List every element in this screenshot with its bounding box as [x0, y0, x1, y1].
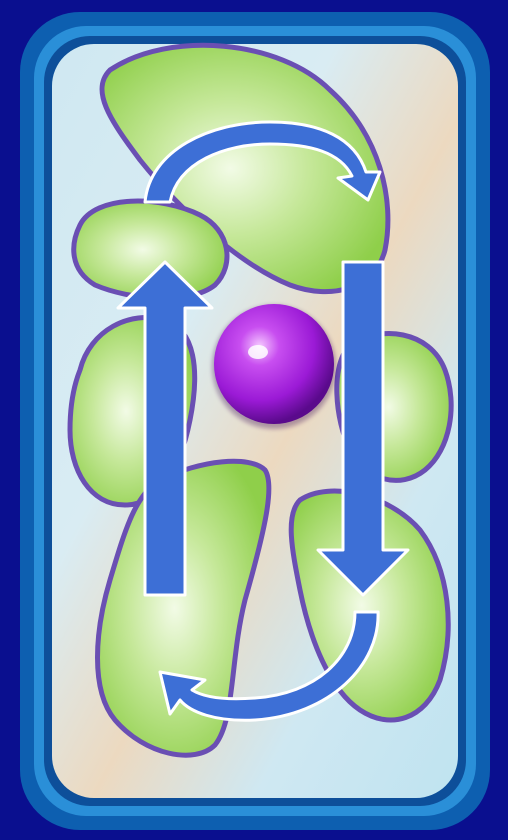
- nucleus-icon: [212, 304, 336, 429]
